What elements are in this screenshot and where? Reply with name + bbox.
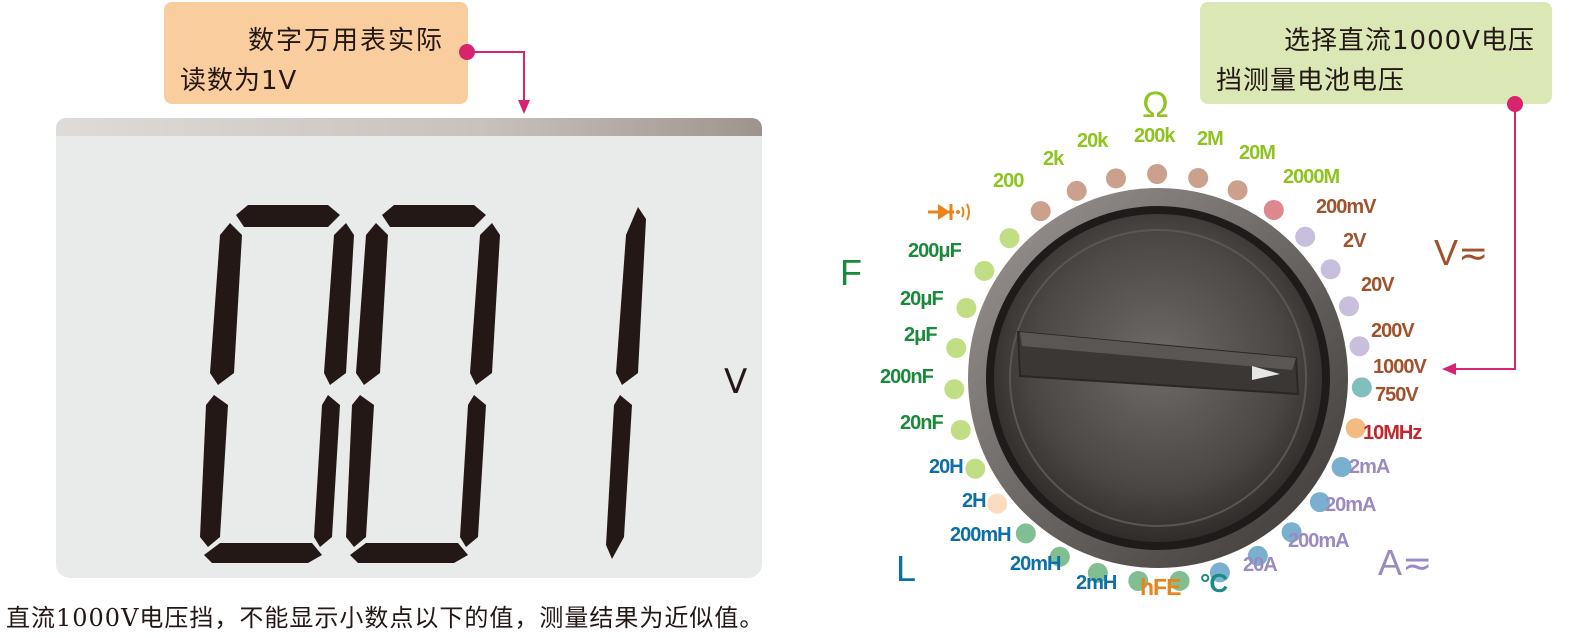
range-label-20A[interactable]: 20A <box>1243 554 1278 576</box>
range-label-20nF[interactable]: 20nF <box>900 412 944 434</box>
dial-position-marker <box>1066 180 1087 201</box>
dial-position-marker <box>1320 259 1341 280</box>
range-label-10MHz[interactable]: 10MHz <box>1363 422 1422 444</box>
range-label-20M[interactable]: 20M <box>1239 142 1276 164</box>
reading-callout: 数字万用表实际 读数为1V <box>164 2 468 104</box>
range-label-200uF[interactable]: 200μF <box>908 240 962 262</box>
dial-position-marker <box>1188 168 1209 188</box>
dial-position-marker <box>1263 200 1284 220</box>
range-label-200mH[interactable]: 200mH <box>950 524 1012 546</box>
range-callout: 选择直流1000V电压 挡测量电池电压 <box>1200 2 1552 104</box>
henry-group-label: L <box>896 548 917 589</box>
range-label-200mV[interactable]: 200mV <box>1316 196 1376 218</box>
dial-position-marker <box>1128 571 1149 591</box>
range-label-200V[interactable]: 200V <box>1371 320 1415 342</box>
reading-leader-line <box>459 44 530 114</box>
range-label-200[interactable]: 200 <box>993 170 1024 192</box>
dial-position-marker <box>1087 562 1108 583</box>
digit-1 <box>200 205 354 563</box>
dial-position-marker <box>1209 562 1230 583</box>
dial-position-marker <box>1049 546 1070 567</box>
range-label-2k[interactable]: 2k <box>1043 148 1064 170</box>
dial-position-marker <box>1247 545 1268 566</box>
range-label-1000V[interactable]: 1000V <box>1373 356 1427 378</box>
dial-position-marker <box>1331 457 1352 477</box>
range-label-20H[interactable]: 20H <box>929 456 964 478</box>
dial-position-marker <box>1227 180 1248 201</box>
pointer-arrow-icon <box>1252 366 1280 380</box>
ohm-group-label: Ω <box>1142 84 1169 125</box>
digit-3 <box>606 207 646 559</box>
range-label-20uF[interactable]: 20μF <box>900 288 944 310</box>
range-label-200k[interactable]: 200k <box>1134 125 1175 147</box>
range-label-2M[interactable]: 2M <box>1197 128 1224 150</box>
reading-callout-line2: 读数为1V <box>180 66 298 96</box>
range-callout-line2: 挡测量电池电压 <box>1216 66 1406 96</box>
dial-position-marker <box>974 260 995 281</box>
rotary-dial[interactable] <box>840 80 1540 610</box>
range-label-2V[interactable]: 2V <box>1343 230 1366 252</box>
dial-position-marker <box>1030 201 1051 222</box>
range-label-200mA[interactable]: 200mA <box>1288 530 1350 552</box>
range-label-2mA[interactable]: 2mA <box>1349 456 1390 478</box>
range-leader-line <box>1442 96 1523 375</box>
dial-position-marker <box>1281 522 1302 543</box>
range-label-200nF[interactable]: 200nF <box>880 366 934 388</box>
amp-group-label: A≂ <box>1378 542 1433 583</box>
dial-knob-inner <box>1009 229 1307 527</box>
dial-position-marker <box>1015 523 1036 544</box>
dial-position-marker <box>1345 418 1366 439</box>
digit-2 <box>346 205 500 563</box>
dial-position-marker <box>965 458 986 479</box>
volt-group-label: V≂ <box>1434 232 1489 273</box>
dial-position-marker <box>1339 296 1359 317</box>
dial-range-markers <box>944 164 1372 591</box>
dial-position-marker <box>1169 570 1190 591</box>
farad-group-label: F <box>840 252 862 293</box>
range-label-celsius[interactable]: °C <box>1200 568 1228 598</box>
range-label-750V[interactable]: 750V <box>1375 384 1419 406</box>
dial-position-marker <box>944 379 965 400</box>
dial-position-marker <box>956 298 977 318</box>
dial-position-marker <box>946 338 967 358</box>
caption-text: 直流1000V电压挡，不能显示小数点以下的值，测量结果为近似值。 <box>6 604 765 632</box>
range-label-2uF[interactable]: 2μF <box>904 324 938 346</box>
diode-buzzer-icon[interactable] <box>928 200 974 224</box>
dial-position-marker <box>1349 336 1370 357</box>
range-label-20mA[interactable]: 20mA <box>1325 494 1376 516</box>
range-callout-line1: 选择直流1000V电压 <box>1284 26 1535 56</box>
range-label-2H[interactable]: 2H <box>962 490 987 512</box>
lcd-bezel <box>56 118 762 138</box>
dial-position-marker <box>1106 168 1126 189</box>
dial-position-marker <box>1295 226 1316 247</box>
dial-position-marker <box>950 420 971 440</box>
dial-position-marker <box>1351 377 1372 398</box>
range-label-20mH[interactable]: 20mH <box>1010 553 1061 575</box>
dial-position-marker <box>1309 492 1330 513</box>
dial-position-marker <box>987 493 1008 514</box>
dial-position-marker <box>999 228 1020 249</box>
range-label-20k[interactable]: 20k <box>1077 130 1108 152</box>
range-label-2mH[interactable]: 2mH <box>1076 572 1117 594</box>
range-label-2000M[interactable]: 2000M <box>1283 166 1340 188</box>
reading-callout-line1: 数字万用表实际 <box>248 26 445 56</box>
lcd-unit: V <box>724 362 748 402</box>
range-label-hFE[interactable]: hFE <box>1140 574 1181 600</box>
dial-pointer[interactable] <box>1016 330 1300 396</box>
range-label-20V[interactable]: 20V <box>1361 274 1395 296</box>
dial-position-marker <box>1147 164 1168 184</box>
